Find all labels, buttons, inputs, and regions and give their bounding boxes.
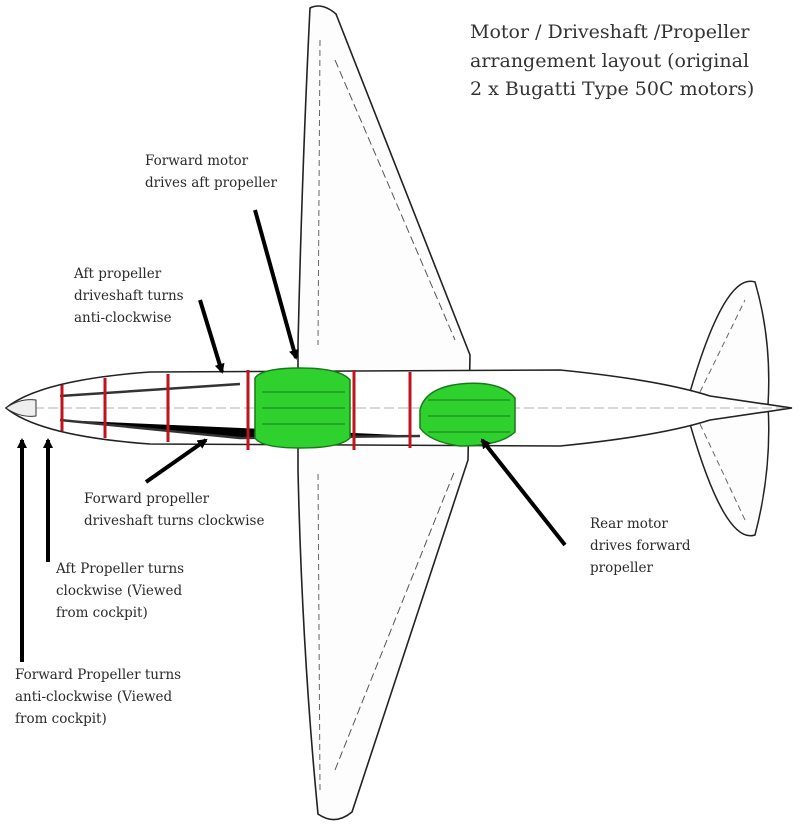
label-line: driveshaft turns xyxy=(74,288,184,304)
wing-spar-line-lower xyxy=(317,469,321,791)
wing-flap-line-lower xyxy=(334,469,456,771)
label-line: Forward propeller xyxy=(84,491,210,507)
forward-driveshaft-label: Forward propeller driveshaft turns clock… xyxy=(84,488,264,532)
wing-spar-line-upper xyxy=(317,39,321,346)
label-line: driveshaft turns clockwise xyxy=(84,513,265,529)
aft-propeller-label: Aft Propeller turns clockwise (Viewed fr… xyxy=(56,558,184,624)
label-line: Forward motor xyxy=(145,153,249,169)
rear-motor-label: Rear motor drives forward propeller xyxy=(590,513,691,579)
aft-propeller-driveshaft xyxy=(59,382,241,398)
diagram-title: Motor / Driveshaft /Propeller arrangemen… xyxy=(470,18,754,104)
forward-propeller-label: Forward Propeller turns anti-clockwise (… xyxy=(15,664,181,730)
label-line: Forward Propeller turns xyxy=(15,667,182,683)
label-line: clockwise (Viewed xyxy=(56,583,183,599)
bulkheads xyxy=(60,370,412,450)
label-line: drives aft propeller xyxy=(145,175,277,191)
forward-motor-arrow xyxy=(253,209,299,360)
forward-driveshaft-arrow xyxy=(144,438,208,484)
title-line: arrangement layout (original xyxy=(470,49,750,72)
wing-flap-line-upper xyxy=(334,59,456,341)
label-line: drives forward xyxy=(590,538,691,554)
label-line: propeller xyxy=(590,560,653,576)
rear-motor xyxy=(419,382,516,447)
forward-motor-label: Forward motor drives aft propeller xyxy=(145,150,277,194)
title-line: 2 x Bugatti Type 50C motors) xyxy=(470,78,755,100)
label-line: from cockpit) xyxy=(56,605,148,621)
tail-fin-lines xyxy=(699,299,746,521)
rear-motor-arrow xyxy=(480,438,567,547)
label-line: Aft Propeller turns xyxy=(56,561,185,577)
label-line: anti-clockwise (Viewed xyxy=(15,689,173,705)
label-line: anti-clockwise xyxy=(74,310,172,326)
label-line: Rear motor xyxy=(590,516,668,532)
nose-spinner xyxy=(5,399,37,417)
label-line: from cockpit) xyxy=(15,711,107,727)
forward-motor xyxy=(254,367,351,449)
title-line: Motor / Driveshaft /Propeller xyxy=(470,21,750,43)
aft-driveshaft-arrow xyxy=(198,299,225,374)
aft-driveshaft-label: Aft propeller driveshaft turns anti-cloc… xyxy=(74,263,184,329)
label-line: Aft propeller xyxy=(74,266,162,282)
